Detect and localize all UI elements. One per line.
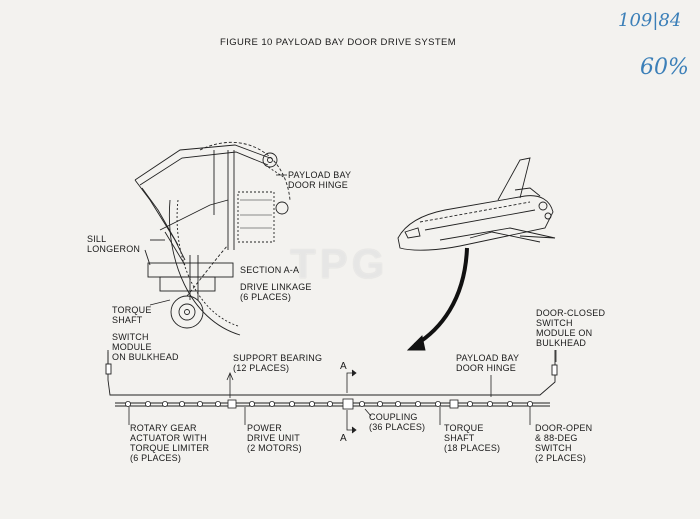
label-support-bearing: SUPPORT BEARING (12 PLACES): [233, 353, 323, 373]
label-switch-module-bulkhead: SWITCH MODULE ON BULKHEAD: [112, 332, 179, 362]
pointer-arrow: [413, 247, 469, 347]
watermark: TPG: [290, 240, 389, 287]
label-power-drive: POWER DRIVE UNIT (2 MOTORS): [247, 423, 302, 453]
label-door-hinge-bottom: PAYLOAD BAY DOOR HINGE: [456, 353, 520, 373]
label-sill-longeron: SILL LONGERON: [87, 234, 141, 254]
shaft-fittings: [125, 398, 534, 410]
handwritten-code: 109|84: [618, 10, 682, 31]
section-marker-top: A: [340, 361, 347, 372]
orbiter-drawing: [397, 157, 556, 251]
section-aa-drawing: [134, 141, 291, 336]
label-rotary-gear: ROTARY GEAR ACTUATOR WITH TORQUE LIMITER…: [130, 423, 210, 463]
label-torque-shaft-top: TORQUE SHAFT: [112, 305, 152, 325]
label-drive-linkage: DRIVE LINKAGE (6 PLACES): [240, 282, 312, 302]
figure-title: FIGURE 10 PAYLOAD BAY DOOR DRIVE SYSTEM: [220, 37, 457, 48]
label-torque-shaft-bottom: TORQUE SHAFT (18 PLACES): [444, 423, 501, 453]
label-section-aa: SECTION A-A: [240, 265, 300, 275]
label-door-hinge-top: PAYLOAD BAY DOOR HINGE: [288, 170, 352, 190]
label-door-open-switch: DOOR-OPEN & 88-DEG SWITCH (2 PLACES): [535, 423, 593, 463]
section-marker-bottom: A: [340, 433, 347, 444]
leader-lines: [107, 174, 557, 434]
label-coupling: COUPLING (36 PLACES): [369, 412, 426, 432]
handwritten-percent: 60%: [640, 55, 689, 80]
label-door-closed-switch: DOOR-CLOSED SWITCH MODULE ON BULKHEAD: [536, 308, 606, 348]
